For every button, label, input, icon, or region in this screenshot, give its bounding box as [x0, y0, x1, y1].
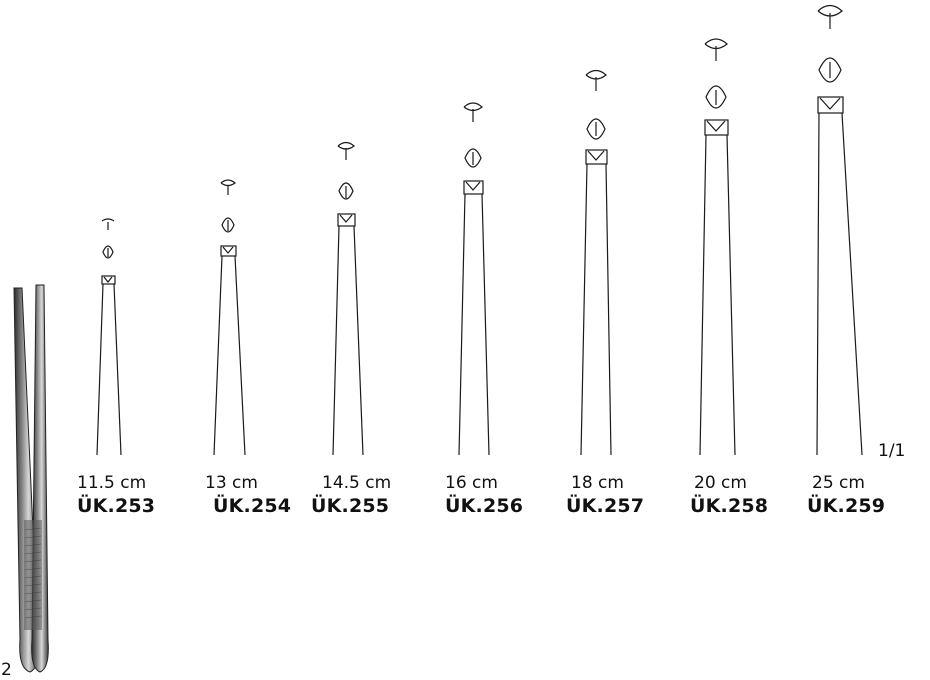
- item-size-uk257: 18 cm: [571, 473, 624, 493]
- forceps-drawing-uk255: [332, 141, 364, 456]
- forceps-drawing-uk258: [699, 38, 736, 456]
- item-size-uk255: 14.5 cm: [322, 473, 392, 493]
- forceps-drawing-uk257: [580, 69, 612, 456]
- forceps-drawing-uk259: [816, 4, 863, 456]
- item-code-uk253: ÜK.253: [77, 495, 156, 517]
- forceps-drawing-uk253: [96, 218, 122, 456]
- item-code-uk254: ÜK.254: [213, 495, 292, 517]
- item-size-uk254: 13 cm: [205, 473, 258, 493]
- item-size-uk253: 11.5 cm: [77, 473, 147, 493]
- item-code-uk255: ÜK.255: [311, 495, 390, 517]
- item-size-uk256: 16 cm: [445, 473, 498, 493]
- page-number: 2: [1, 660, 12, 680]
- forceps-drawing-uk254: [213, 179, 246, 456]
- item-size-uk258: 20 cm: [694, 473, 747, 493]
- scale-label: 1/1: [878, 441, 906, 461]
- forceps-drawing-uk256: [458, 102, 490, 456]
- forceps-drawings: [96, 4, 863, 456]
- item-code-uk256: ÜK.256: [445, 495, 524, 517]
- item-code-uk258: ÜK.258: [690, 495, 769, 517]
- item-code-uk259: ÜK.259: [807, 495, 886, 517]
- item-size-uk259: 25 cm: [812, 473, 865, 493]
- forceps-photo: [13, 284, 49, 673]
- item-code-uk257: ÜK.257: [566, 495, 645, 517]
